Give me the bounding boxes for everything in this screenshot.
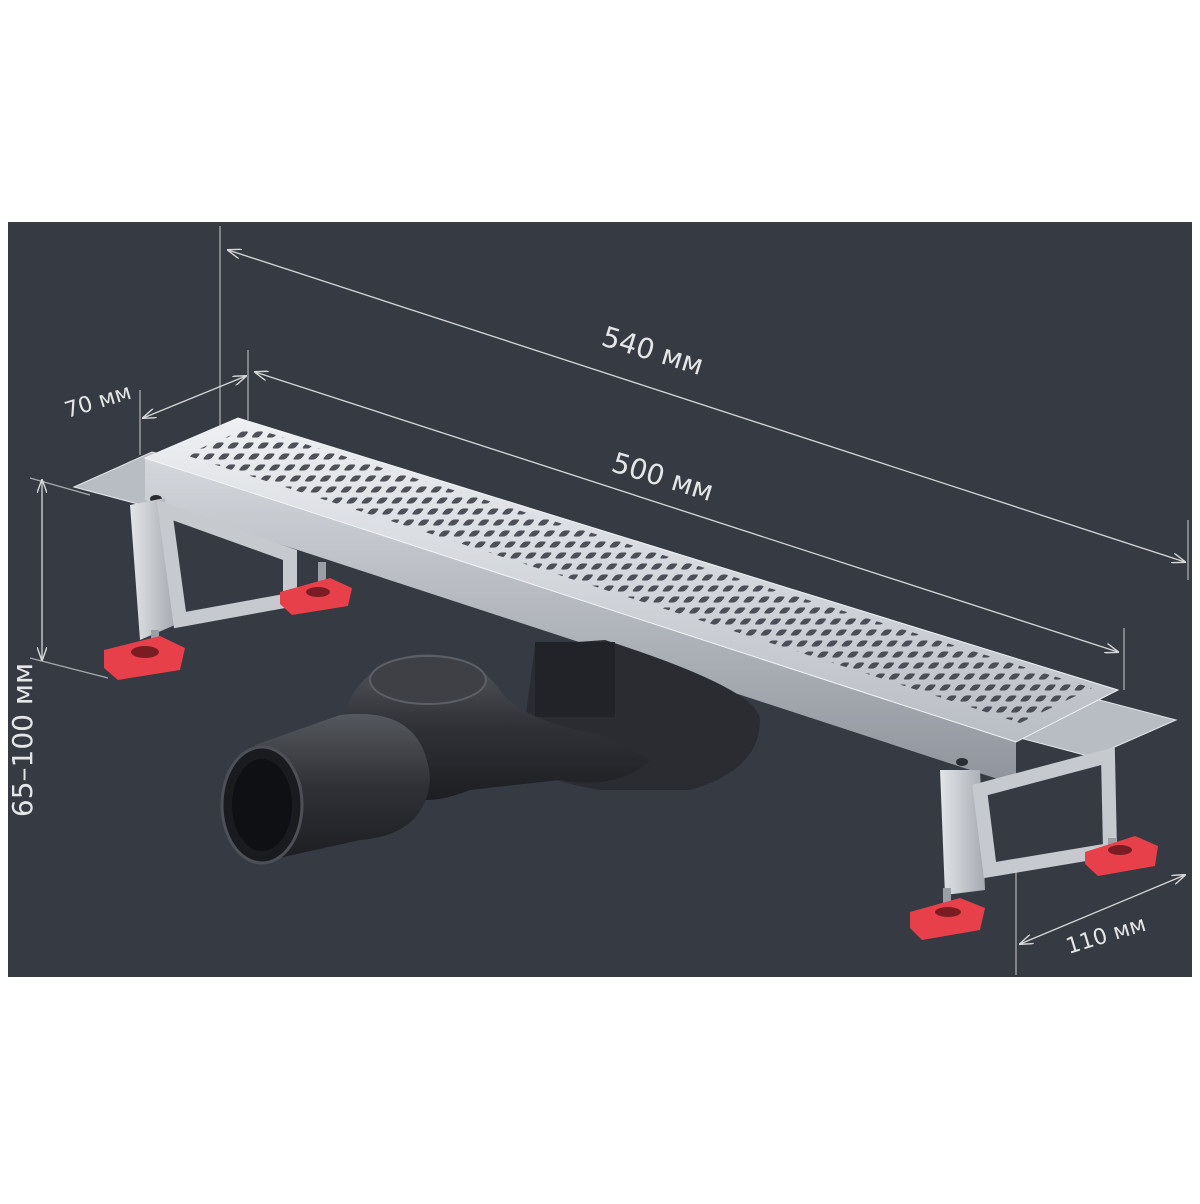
dimension-lines xyxy=(29,226,1189,975)
dimension-110-line xyxy=(1020,875,1185,944)
screw-left-back xyxy=(318,562,326,582)
foot-pad-right-front xyxy=(910,898,985,940)
siphon-lid xyxy=(369,655,487,705)
siphon-outlet xyxy=(220,640,760,865)
foot-pad-right-back xyxy=(1085,836,1158,876)
dimension-70-line xyxy=(143,376,246,418)
dimension-500-line xyxy=(255,372,1118,652)
leg-right-front xyxy=(940,770,985,895)
foot-pad-left-front xyxy=(104,636,185,680)
support-legs xyxy=(130,498,1118,908)
mounting-hole-right xyxy=(956,758,968,766)
screw-right-front xyxy=(943,888,951,908)
siphon-neck xyxy=(535,642,615,717)
label-height-range: 65–100 мм xyxy=(6,663,39,817)
